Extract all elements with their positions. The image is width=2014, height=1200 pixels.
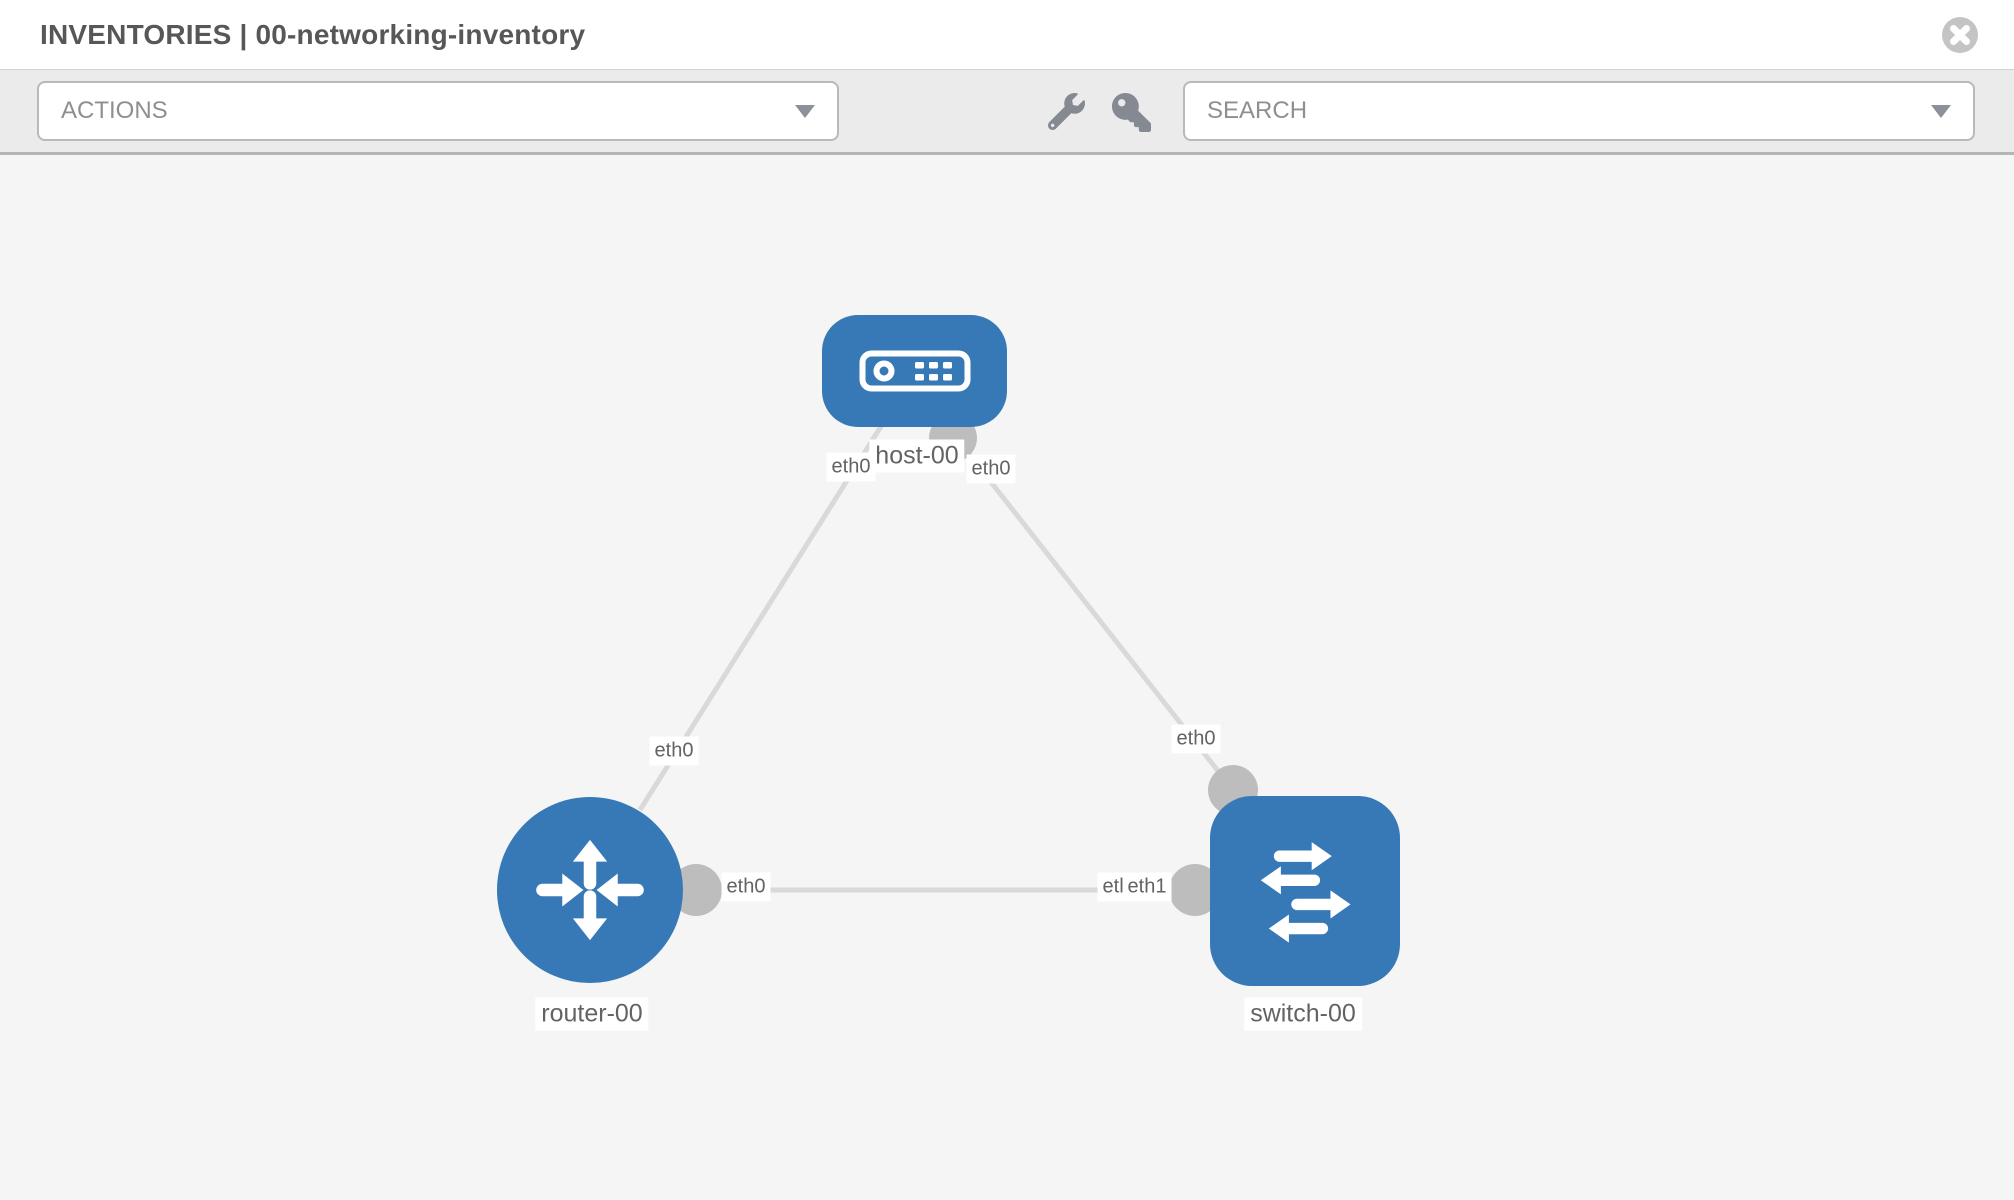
interface-label: eth1 [1122, 872, 1172, 902]
header-bar: INVENTORIES | 00-networking-inventory [0, 0, 2014, 70]
node-switch-00[interactable] [1210, 796, 1400, 986]
node-host-00[interactable] [822, 315, 1007, 427]
close-icon[interactable] [1942, 17, 1978, 53]
interface-dot-router-right[interactable] [670, 864, 722, 916]
actions-dropdown[interactable]: ACTIONS [37, 81, 839, 141]
host-icon [859, 350, 970, 392]
page-title: INVENTORIES | 00-networking-inventory [40, 19, 586, 50]
search-dropdown-label: SEARCH [1207, 97, 1308, 124]
interface-label: eth0 [966, 454, 1016, 484]
topology-canvas[interactable]: host-00 router-00 switch-00 eth0 eth0 et… [0, 155, 2014, 1200]
router-icon [536, 839, 644, 941]
interface-dot-switch-left[interactable] [1169, 864, 1221, 916]
chevron-down-icon [795, 105, 815, 118]
interface-label: eth0 [649, 736, 699, 766]
search-dropdown[interactable]: SEARCH [1183, 81, 1975, 141]
key-icon[interactable] [1112, 93, 1151, 132]
node-label-host: host-00 [869, 439, 965, 473]
node-label-switch: switch-00 [1244, 997, 1362, 1031]
wrench-icon[interactable] [1048, 93, 1085, 130]
interface-label: eth0 [826, 452, 876, 482]
toolbar: ACTIONS SEARCH [0, 70, 2014, 155]
node-router-00[interactable] [497, 797, 683, 983]
chevron-down-icon [1931, 105, 1951, 118]
interface-label: eth0 [721, 872, 771, 902]
interface-label: eth0 [1171, 724, 1221, 754]
topology-links-layer [637, 414, 1258, 916]
actions-dropdown-label: ACTIONS [61, 97, 168, 124]
node-label-router: router-00 [535, 997, 649, 1031]
switch-icon [1260, 842, 1351, 943]
